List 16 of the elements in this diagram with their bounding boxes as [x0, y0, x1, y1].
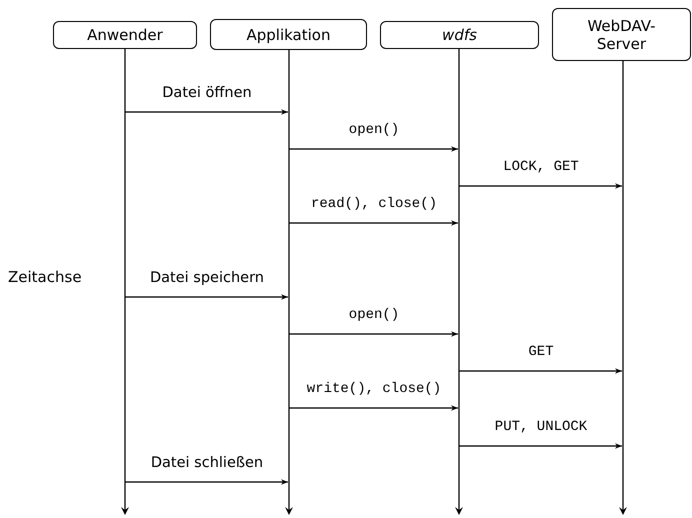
message-arrow	[125, 294, 288, 300]
message-arrow	[125, 479, 288, 485]
participant-box: wdfs	[380, 21, 539, 49]
participant-box: Applikation	[210, 19, 367, 50]
message-arrow	[125, 109, 288, 115]
participant-box: Anwender	[53, 21, 197, 49]
edge-label: Datei speichern	[148, 270, 266, 287]
participant-box: WebDAV-Server	[552, 8, 691, 61]
message-arrow	[459, 183, 622, 189]
message-arrow	[459, 443, 622, 449]
message-arrow	[289, 405, 458, 411]
message-arrow	[289, 220, 458, 226]
message-arrow	[459, 368, 622, 374]
axis-label: Zeitachse	[8, 268, 82, 286]
message-arrow	[289, 331, 458, 337]
message-arrow	[289, 146, 458, 152]
